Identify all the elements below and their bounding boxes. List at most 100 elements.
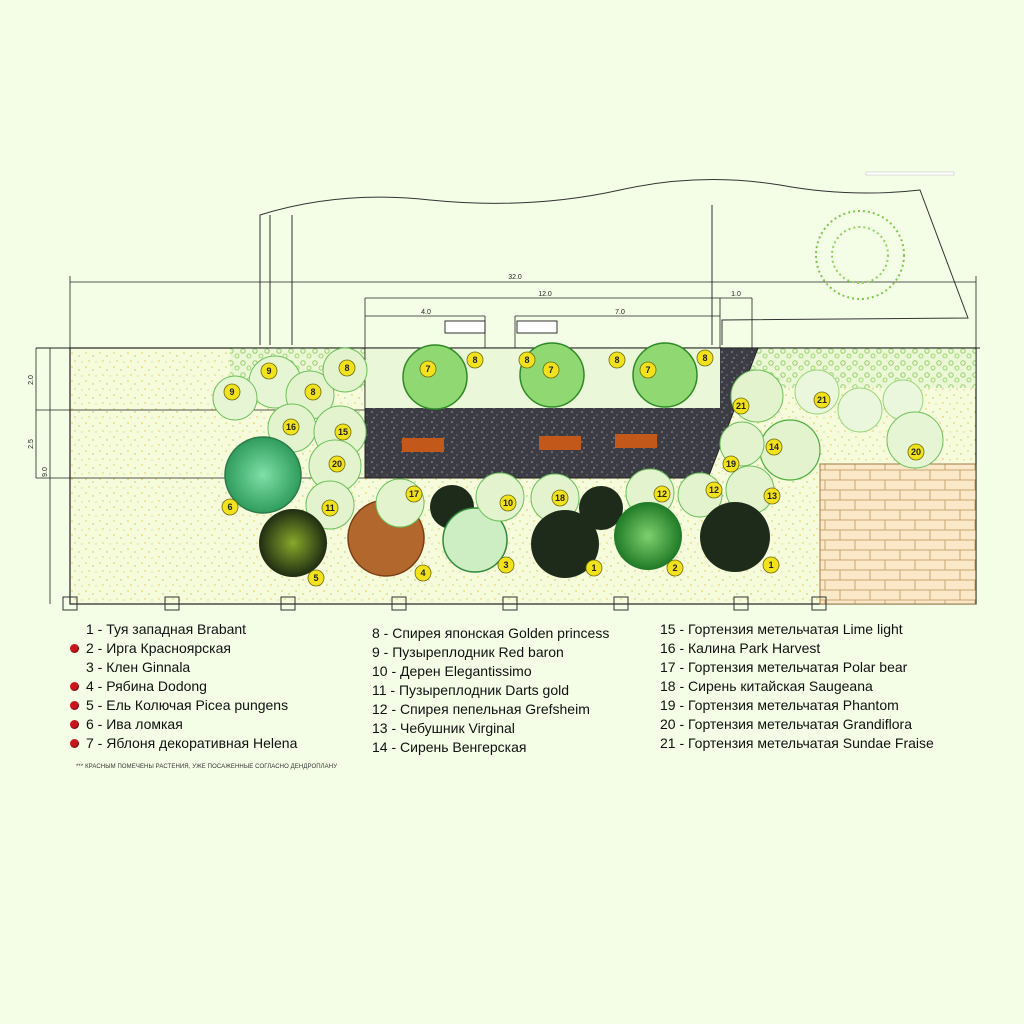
plant-number-label: 20 xyxy=(911,447,921,457)
plant-number-badge xyxy=(221,498,239,516)
plant-number-label: 17 xyxy=(409,489,419,499)
plant-number-label: 2 xyxy=(672,563,677,573)
plant-number-badge xyxy=(705,481,723,499)
dimension-left-inner: 4.0 xyxy=(421,309,431,316)
plant-number-label: 12 xyxy=(709,485,719,495)
legend-item: 17 - Гортензия метельчатая Polar bear xyxy=(660,659,908,675)
dimension-right-inner: 7.0 xyxy=(615,309,625,316)
legend-item: 18 - Сирень китайская Saugeana xyxy=(660,678,873,694)
legend-column-1: 1 - Туя западная Brabant 2 - Ирга Красно… xyxy=(70,620,297,753)
plant-number-badge xyxy=(907,443,925,461)
plant-number-label: 19 xyxy=(726,459,736,469)
plant-number-badge xyxy=(260,362,278,380)
plant-number-badge xyxy=(765,438,783,456)
plant-number-label: 21 xyxy=(736,401,746,411)
legend-item: 4 - Рябина Dodong xyxy=(70,677,297,696)
dimension-vert-top: 2.0 xyxy=(28,375,35,385)
plant-number-label: 1 xyxy=(591,563,596,573)
plant-number-badge xyxy=(518,351,536,369)
legend-item: 12 - Спирея пепельная Grefsheim xyxy=(372,701,590,717)
plant-number-badge xyxy=(282,418,300,436)
planted-marker xyxy=(70,739,79,748)
planted-marker xyxy=(70,682,79,691)
dimension-overall: 32.0 xyxy=(508,274,522,281)
legend-item: 2 - Ирга Красноярская xyxy=(70,639,297,658)
planted-marker xyxy=(70,720,79,729)
plant-number-label: 3 xyxy=(503,560,508,570)
building-outline xyxy=(259,179,969,345)
plant-number-badge xyxy=(321,499,339,517)
plant-number-label: 9 xyxy=(229,387,234,397)
plant-number-badge xyxy=(639,361,657,379)
plant-number-label: 8 xyxy=(702,353,707,363)
plant-number-label: 14 xyxy=(769,442,779,452)
plant-number-badge xyxy=(499,494,517,512)
plant-number-badge xyxy=(722,455,740,473)
plant-number-badge xyxy=(338,359,356,377)
legend-item: 19 - Гортензия метельчатая Phantom xyxy=(660,697,899,713)
legend-item: 20 - Гортензия метельчатая Grandiflora xyxy=(660,716,912,732)
plant-number-badge xyxy=(551,489,569,507)
legend-item: 21 - Гортензия метельчатая Sundae Fraise xyxy=(660,735,934,751)
brick-patio xyxy=(819,463,977,605)
plant-number-label: 11 xyxy=(325,503,335,513)
legend-item: 11 - Пузыреплодник Darts gold xyxy=(372,682,570,698)
legend-item: 10 - Дерен Elegantissimo xyxy=(372,663,532,679)
plant-number-label: 12 xyxy=(657,489,667,499)
legend-item: 9 - Пузыреплодник Red baron xyxy=(372,644,564,660)
dimension-vert-mid: 2.5 xyxy=(28,439,35,449)
plant-number-badge xyxy=(304,383,322,401)
planted-note: *** КРАСНЫМ ПОМЕЧЕНЫ РАСТЕНИЯ, УЖЕ ПОСАЖ… xyxy=(76,764,338,770)
plant-number-label: 16 xyxy=(286,422,296,432)
plant-number-badge xyxy=(405,485,423,503)
dimension-vert-total: 9.0 xyxy=(42,467,49,477)
bench xyxy=(615,434,657,448)
dimension-right-small: 1.0 xyxy=(731,291,741,298)
plant-number-label: 20 xyxy=(332,459,342,469)
plant-crowns xyxy=(212,210,944,578)
plant-number-badge xyxy=(307,569,325,587)
plant-number-label: 8 xyxy=(310,387,315,397)
plant-number-label: 4 xyxy=(420,568,425,578)
plant-number-badge xyxy=(466,351,484,369)
dimension-middle: 12.0 xyxy=(538,291,552,298)
plant-number-label: 7 xyxy=(548,365,553,375)
plant-number-label: 13 xyxy=(767,491,777,501)
legend-column-2: 8 - Спирея японская Golden princess 9 - … xyxy=(372,624,609,757)
legend-item: 1 - Туя западная Brabant xyxy=(86,621,247,637)
legend-item: 7 - Яблоня декоративная Helena xyxy=(70,734,297,753)
plant-number-badge xyxy=(732,397,750,415)
legend-item: 5 - Ель Колючая Picea pungens xyxy=(70,696,297,715)
bench xyxy=(402,438,444,452)
plant-number-badge xyxy=(334,423,352,441)
plant-number-label: 9 xyxy=(266,366,271,376)
plant-number-label: 21 xyxy=(817,395,827,405)
legend-item: 15 - Гортензия метельчатая Lime light xyxy=(660,621,903,637)
plant-number-badge xyxy=(585,559,603,577)
plant-number-label: 6 xyxy=(227,502,232,512)
plant-number-label: 1 xyxy=(768,560,773,570)
legend-column-3: 15 - Гортензия метельчатая Lime light 16… xyxy=(660,620,934,753)
plant-number-badge xyxy=(497,556,515,574)
plant-number-badge xyxy=(414,564,432,582)
legend-item: 13 - Чебушник Virginal xyxy=(372,720,515,736)
legend-item: 6 - Ива ломкая xyxy=(70,715,297,734)
plant-number-badge xyxy=(223,383,241,401)
bench xyxy=(539,436,581,450)
plant-number-badge xyxy=(813,391,831,409)
plant-number-badge xyxy=(542,361,560,379)
legend-item: 16 - Калина Park Harvest xyxy=(660,640,821,656)
plant-number-label: 15 xyxy=(338,427,348,437)
plant-number-badge xyxy=(666,559,684,577)
plant-number-badge xyxy=(763,487,781,505)
legend-item: 3 - Клен Ginnala xyxy=(86,659,191,675)
plant-number-label: 18 xyxy=(555,493,565,503)
plant-number-badge xyxy=(762,556,780,574)
plant-number-label: 10 xyxy=(503,498,513,508)
plant-number-badge xyxy=(608,351,626,369)
plant-number-badge xyxy=(419,360,437,378)
plant-number-badge xyxy=(653,485,671,503)
plant-number-label: 7 xyxy=(425,364,430,374)
planted-marker xyxy=(70,701,79,710)
